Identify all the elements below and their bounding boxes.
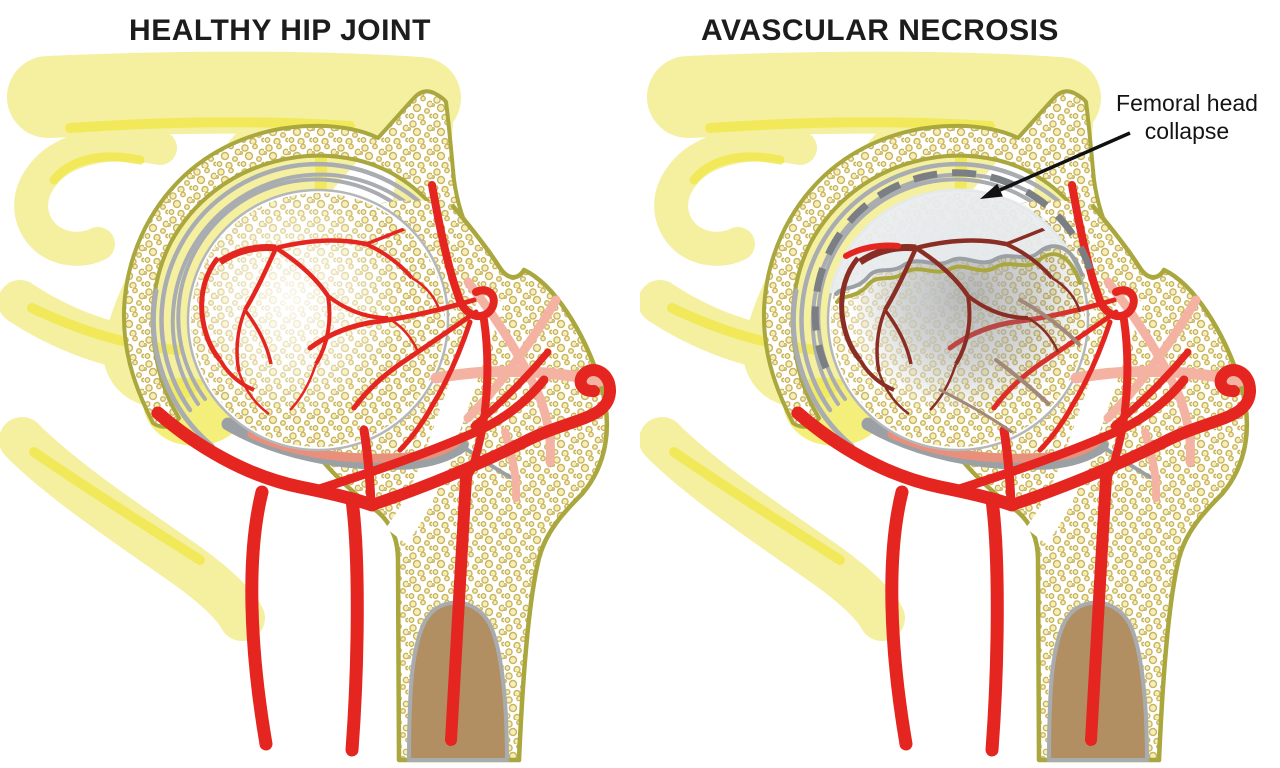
annotation-arrow bbox=[980, 131, 1131, 199]
artery-entry-stub bbox=[843, 242, 901, 259]
avascular-necrosis-illustration bbox=[640, 0, 1280, 768]
collapse-dashed-line bbox=[811, 169, 1096, 370]
collapsed-surface-olive-line bbox=[835, 252, 1082, 304]
annotation-femoral-head-collapse: Femoral head collapse bbox=[1116, 90, 1258, 144]
collapsed-surface-gray-line bbox=[834, 244, 1084, 296]
panel-title-necrosis: AVASCULAR NECROSIS bbox=[701, 14, 1059, 47]
healthy-hip-illustration bbox=[0, 0, 640, 768]
panel-title-healthy: HEALTHY HIP JOINT bbox=[129, 14, 431, 47]
